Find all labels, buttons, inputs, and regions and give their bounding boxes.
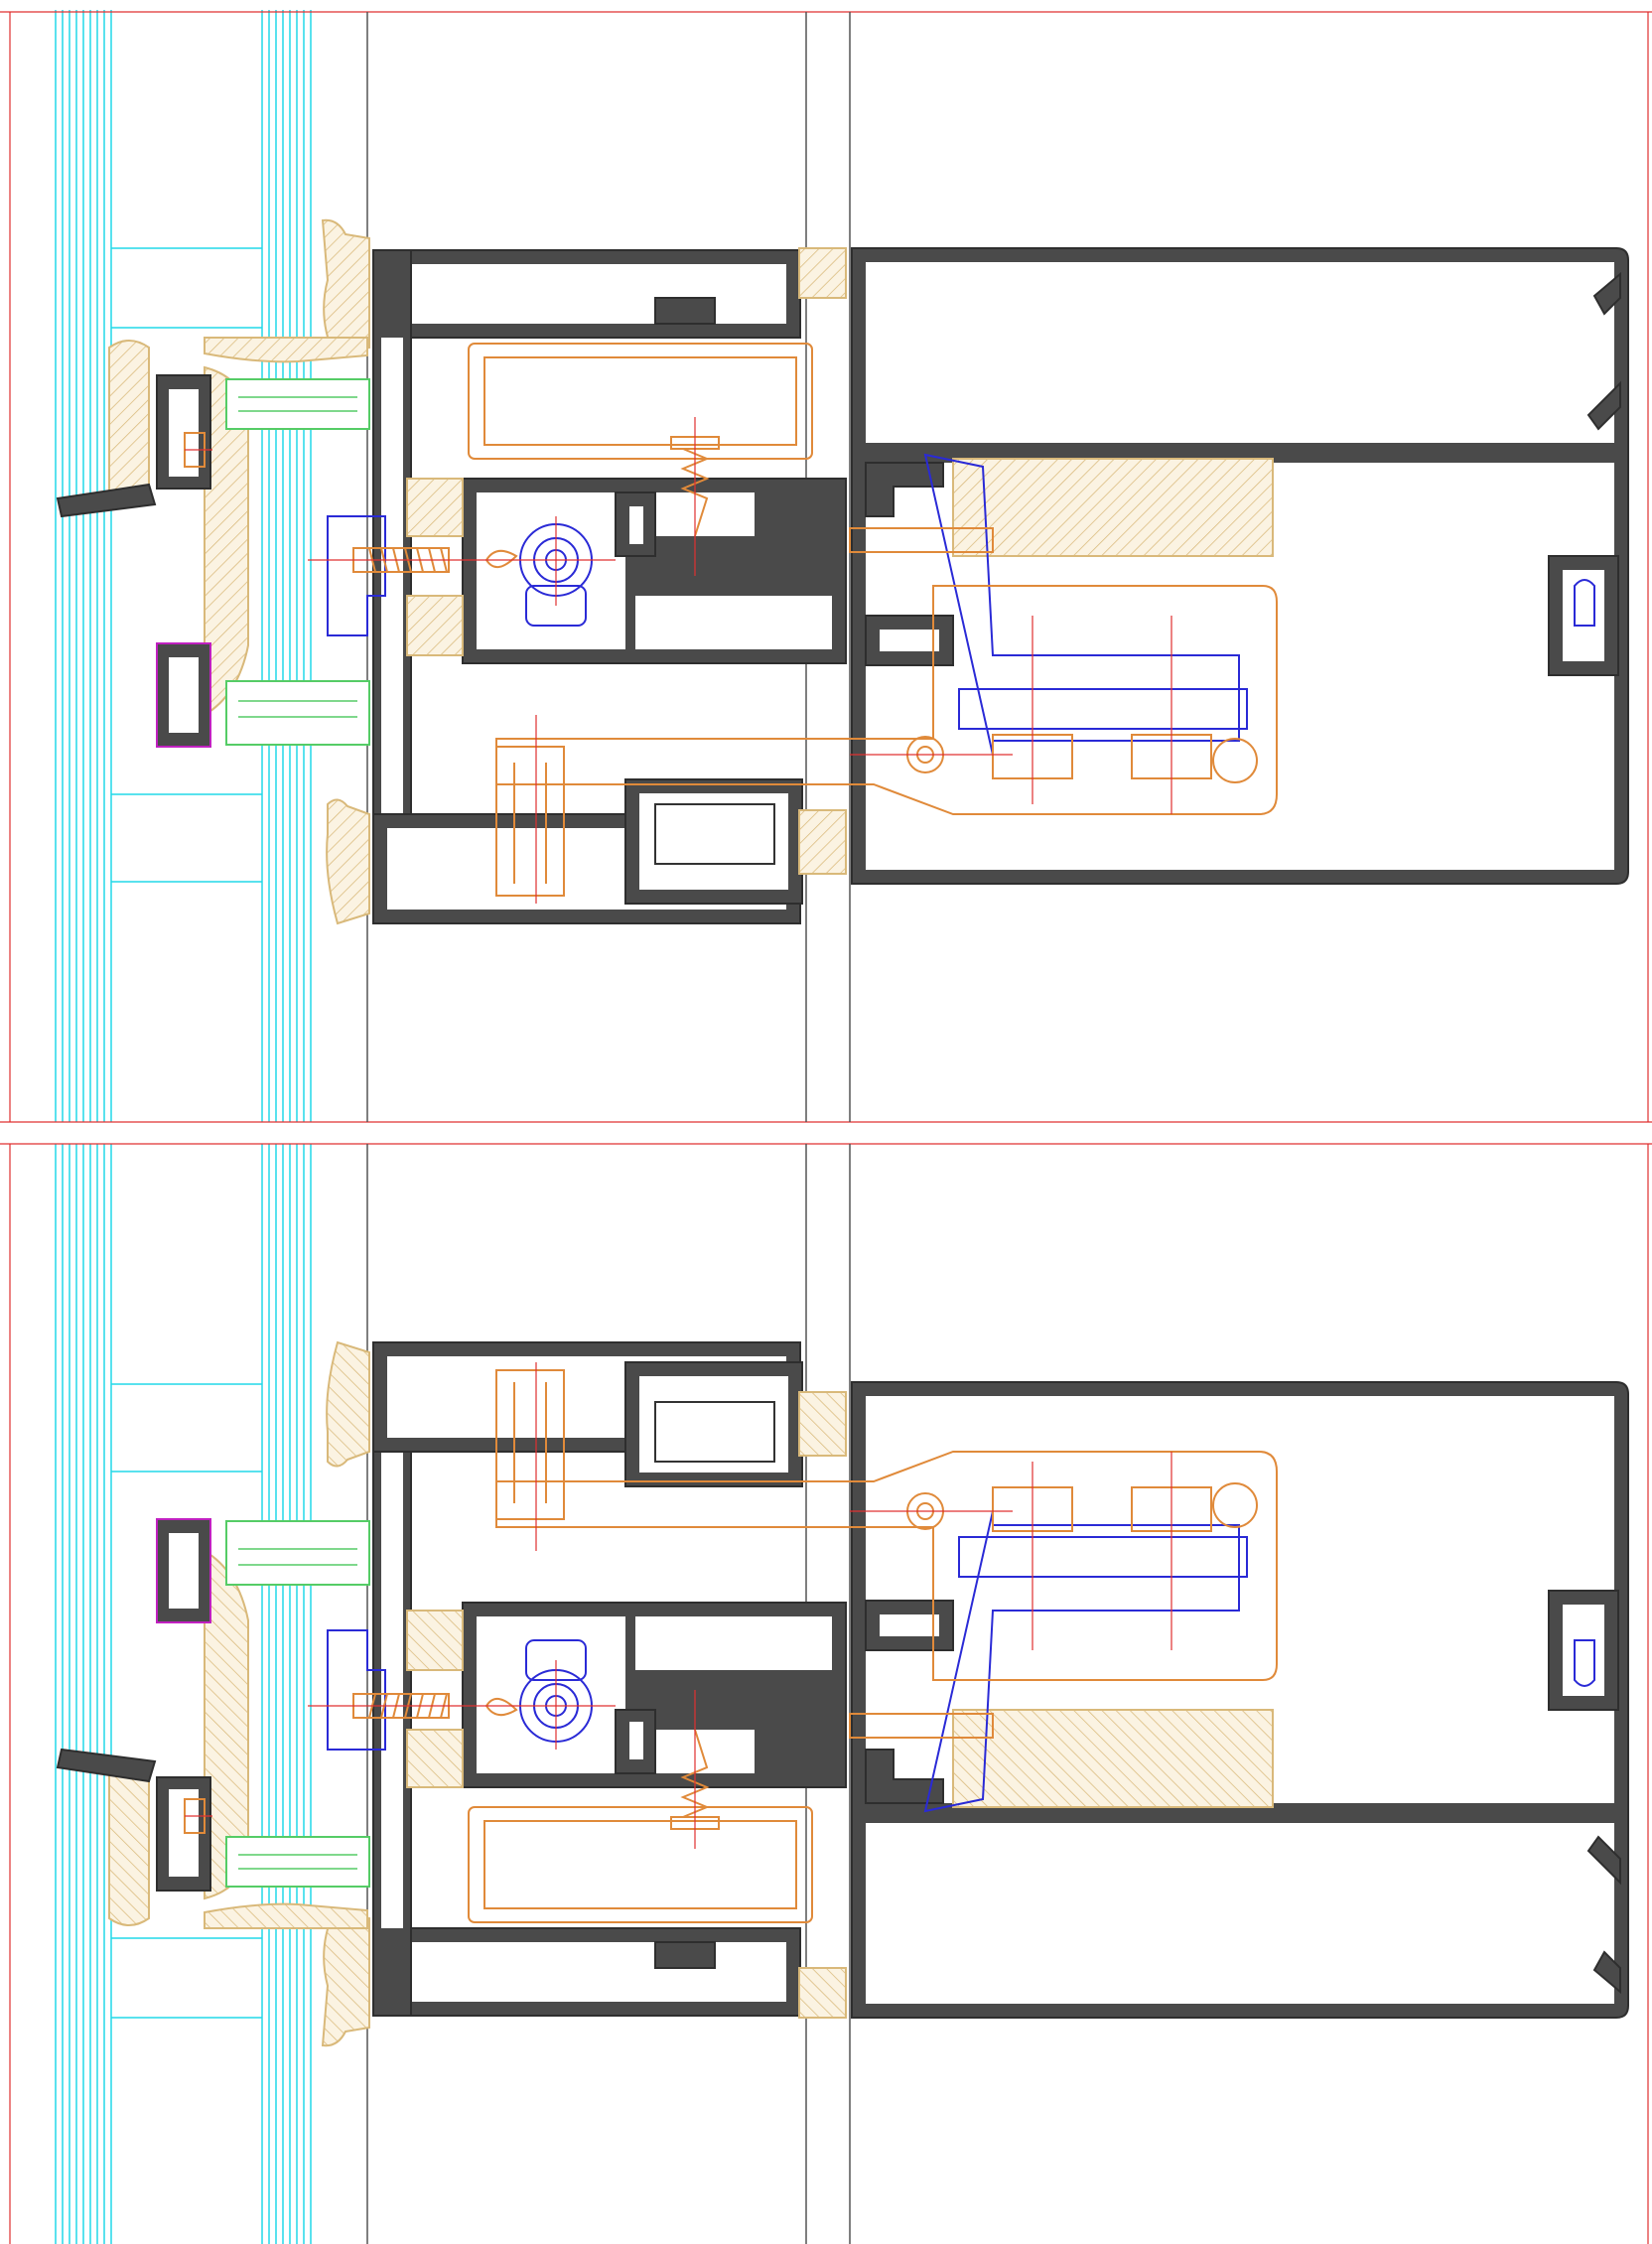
detail-bottom: [0, 1143, 1652, 2244]
detail-top: [0, 9, 1652, 1123]
